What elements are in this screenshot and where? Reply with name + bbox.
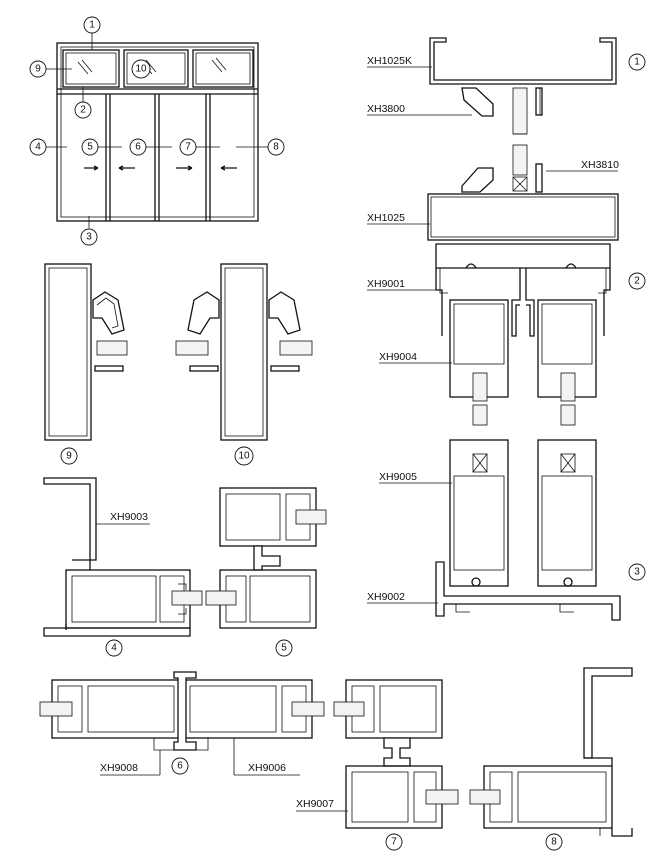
label-xh1025k: XH1025K: [367, 55, 432, 68]
callout-8-detail: 8: [545, 833, 563, 851]
svg-text:XH9003: XH9003: [110, 511, 148, 523]
svg-text:3: 3: [86, 232, 92, 243]
label-xh3810: XH3810: [546, 159, 619, 172]
detail-4: [43, 477, 203, 637]
svg-text:5: 5: [87, 142, 93, 153]
detail-6: [39, 671, 325, 751]
callout-3-elev: 3: [80, 228, 98, 246]
svg-text:6: 6: [135, 142, 141, 153]
label-xh9007: XH9007: [296, 798, 348, 812]
callout-5-detail: 5: [275, 639, 293, 657]
callout-10-elev: 10: [131, 59, 151, 79]
callout-3-section: 3: [628, 563, 646, 581]
svg-text:XH9001: XH9001: [367, 278, 405, 290]
callout-2-elev: 2: [74, 101, 92, 119]
callout-1-section: 1: [628, 53, 646, 71]
svg-text:4: 4: [35, 142, 41, 153]
label-xh3800: XH3800: [367, 103, 472, 116]
svg-text:8: 8: [551, 837, 557, 848]
svg-text:XH9008: XH9008: [100, 762, 138, 774]
callout-6-detail: 6: [171, 757, 189, 775]
label-xh9001: XH9001: [367, 278, 438, 291]
callout-9-elev: 9: [29, 60, 47, 78]
vertical-section: [427, 37, 621, 621]
label-xh1025: XH1025: [367, 212, 430, 225]
svg-text:XH9005: XH9005: [379, 471, 417, 483]
svg-text:4: 4: [111, 643, 117, 654]
svg-text:10: 10: [135, 64, 147, 75]
svg-text:XH9004: XH9004: [379, 351, 417, 363]
svg-text:XH9007: XH9007: [296, 798, 334, 810]
svg-text:1: 1: [89, 20, 95, 31]
detail-7: [333, 679, 459, 829]
svg-text:2: 2: [634, 276, 640, 287]
label-xh9008: XH9008: [100, 750, 161, 776]
svg-text:10: 10: [238, 451, 250, 462]
window-elevation: [46, 33, 268, 228]
label-xh9004: XH9004: [379, 351, 452, 364]
callout-10-detail: 10: [234, 446, 254, 466]
label-xh9003: XH9003: [96, 511, 150, 525]
svg-text:XH9006: XH9006: [248, 762, 286, 774]
svg-text:XH3810: XH3810: [581, 159, 619, 171]
callout-4-detail: 4: [105, 639, 123, 657]
label-xh9006: XH9006: [233, 738, 300, 776]
svg-text:5: 5: [281, 643, 287, 654]
detail-10: [175, 263, 313, 441]
callout-8-elev: 8: [267, 138, 285, 156]
svg-text:XH9002: XH9002: [367, 591, 405, 603]
svg-text:8: 8: [273, 142, 279, 153]
svg-text:3: 3: [634, 567, 640, 578]
callout-4-elev: 4: [29, 138, 47, 156]
svg-text:XH1025K: XH1025K: [367, 55, 412, 67]
svg-text:6: 6: [177, 761, 183, 772]
label-xh9002: XH9002: [367, 591, 438, 604]
svg-text:1: 1: [634, 57, 640, 68]
callout-1-elev: 1: [83, 16, 101, 34]
svg-text:9: 9: [35, 64, 41, 75]
callout-7-elev: 7: [179, 138, 197, 156]
callout-6-elev: 6: [129, 138, 147, 156]
label-xh9005: XH9005: [379, 471, 452, 484]
svg-text:2: 2: [80, 105, 86, 116]
callout-5-elev: 5: [81, 138, 99, 156]
detail-8: [469, 667, 633, 837]
callout-7-detail: 7: [385, 833, 403, 851]
svg-text:XH3800: XH3800: [367, 103, 405, 115]
svg-text:7: 7: [185, 142, 191, 153]
detail-5: [205, 487, 327, 629]
detail-9: [44, 263, 128, 441]
svg-text:9: 9: [66, 451, 72, 462]
svg-text:XH1025: XH1025: [367, 212, 405, 224]
callout-9-detail: 9: [60, 447, 78, 465]
svg-text:7: 7: [391, 837, 397, 848]
callout-2-section: 2: [628, 272, 646, 290]
